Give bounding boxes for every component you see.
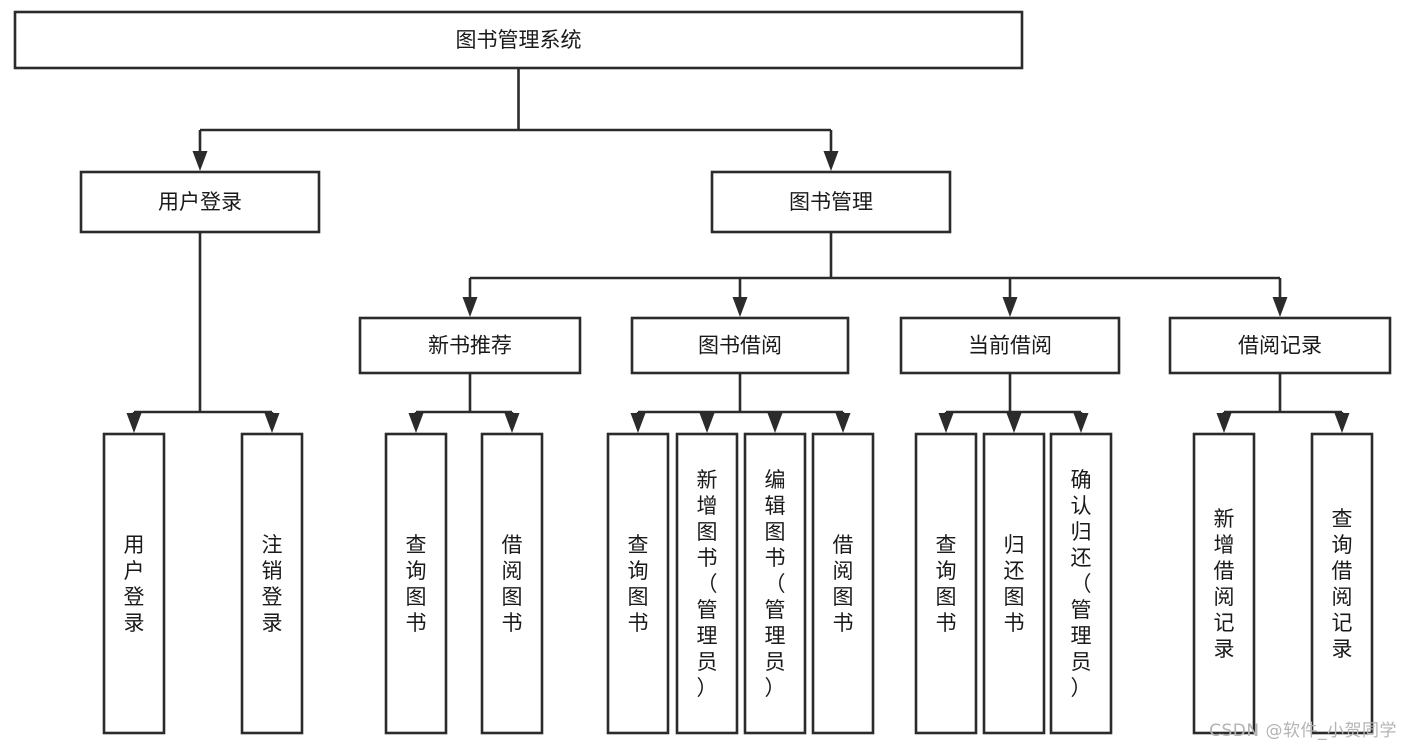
arrow-head-icon (264, 413, 280, 433)
node-box[interactable] (480, 432, 544, 735)
node-leaf-borrow-book-2[interactable]: 借阅图书 (811, 432, 875, 735)
node-leaf-edit-book[interactable]: 编辑图书（管理员） (743, 432, 807, 735)
node-label: 归还图书 (1004, 533, 1025, 635)
node-box[interactable] (13, 10, 1024, 70)
node-box[interactable] (1168, 316, 1392, 375)
connectors-group (126, 68, 1350, 433)
arrow-head-icon (1334, 413, 1350, 433)
node-book-manage[interactable]: 图书管理 (710, 170, 952, 234)
node-label: 查询图书 (628, 533, 649, 635)
node-label: 查询图书 (936, 533, 957, 635)
node-label: 查询借阅记录 (1332, 507, 1353, 661)
arrow-head-icon (504, 413, 520, 433)
node-label: 注销登录 (262, 533, 283, 635)
arrow-head-icon (767, 413, 783, 433)
arrow-head-icon (1073, 413, 1089, 433)
node-box[interactable] (358, 316, 582, 375)
node-label: 借阅记录 (1238, 334, 1322, 358)
node-box[interactable] (1310, 432, 1374, 735)
node-box[interactable] (1049, 432, 1113, 735)
arrow-head-icon (823, 151, 839, 171)
node-box[interactable] (1192, 432, 1256, 735)
node-leaf-query-book-2[interactable]: 查询图书 (606, 432, 670, 735)
arrow-head-icon (462, 297, 478, 317)
node-box[interactable] (743, 432, 807, 735)
arrow-head-icon (1272, 297, 1288, 317)
node-label: 图书管理系统 (456, 28, 582, 52)
node-label: 新增图书（管理员） (697, 468, 718, 700)
nodes-group: 图书管理系统用户登录图书管理新书推荐图书借阅当前借阅借阅记录用户登录注销登录查询… (13, 10, 1392, 735)
node-label: 用户登录 (124, 533, 145, 635)
node-label: 查询图书 (406, 533, 427, 635)
node-box[interactable] (102, 432, 166, 735)
arrow-head-icon (732, 297, 748, 317)
node-user-login[interactable]: 用户登录 (79, 170, 321, 234)
arrow-head-icon (1002, 297, 1018, 317)
node-label: 当前借阅 (968, 334, 1052, 358)
arrow-head-icon (938, 413, 954, 433)
arrow-head-icon (192, 151, 208, 171)
node-borrow-record[interactable]: 借阅记录 (1168, 316, 1392, 375)
node-label: 新增借阅记录 (1214, 507, 1235, 661)
node-label: 确认归还（管理员） (1071, 468, 1092, 700)
node-leaf-query-book-1[interactable]: 查询图书 (384, 432, 448, 735)
arrow-head-icon (630, 413, 646, 433)
arrow-head-icon (699, 413, 715, 433)
node-box[interactable] (384, 432, 448, 735)
node-leaf-return-book[interactable]: 归还图书 (982, 432, 1046, 735)
arrow-head-icon (408, 413, 424, 433)
node-leaf-confirm-return[interactable]: 确认归还（管理员） (1049, 432, 1113, 735)
node-leaf-query-record[interactable]: 查询借阅记录 (1310, 432, 1374, 735)
node-box[interactable] (675, 432, 739, 735)
node-root[interactable]: 图书管理系统 (13, 10, 1024, 70)
node-label: 借阅图书 (833, 533, 854, 635)
node-leaf-borrow-book-1[interactable]: 借阅图书 (480, 432, 544, 735)
watermark-label: CSDN @软件_小贺同学 (1209, 721, 1397, 741)
node-box[interactable] (606, 432, 670, 735)
node-leaf-query-book-3[interactable]: 查询图书 (914, 432, 978, 735)
node-leaf-logout[interactable]: 注销登录 (240, 432, 304, 735)
node-box[interactable] (630, 316, 850, 375)
arrow-head-icon (126, 413, 142, 433)
arrow-head-icon (835, 413, 851, 433)
node-label: 新书推荐 (428, 334, 512, 358)
arrow-head-icon (1006, 413, 1022, 433)
node-box[interactable] (240, 432, 304, 735)
node-leaf-user-login[interactable]: 用户登录 (102, 432, 166, 735)
node-label: 借阅图书 (502, 533, 523, 635)
node-box[interactable] (811, 432, 875, 735)
node-box[interactable] (982, 432, 1046, 735)
node-book-borrow[interactable]: 图书借阅 (630, 316, 850, 375)
node-new-book-rec[interactable]: 新书推荐 (358, 316, 582, 375)
node-label: 图书管理 (789, 190, 873, 214)
node-leaf-add-record[interactable]: 新增借阅记录 (1192, 432, 1256, 735)
node-current-borrow[interactable]: 当前借阅 (899, 316, 1121, 375)
node-label: 用户登录 (158, 190, 242, 214)
arrow-head-icon (1216, 413, 1232, 433)
node-box[interactable] (914, 432, 978, 735)
node-label: 图书借阅 (698, 334, 782, 358)
node-label: 编辑图书（管理员） (765, 468, 786, 700)
node-box[interactable] (79, 170, 321, 234)
node-box[interactable] (710, 170, 952, 234)
node-leaf-add-book[interactable]: 新增图书（管理员） (675, 432, 739, 735)
node-box[interactable] (899, 316, 1121, 375)
